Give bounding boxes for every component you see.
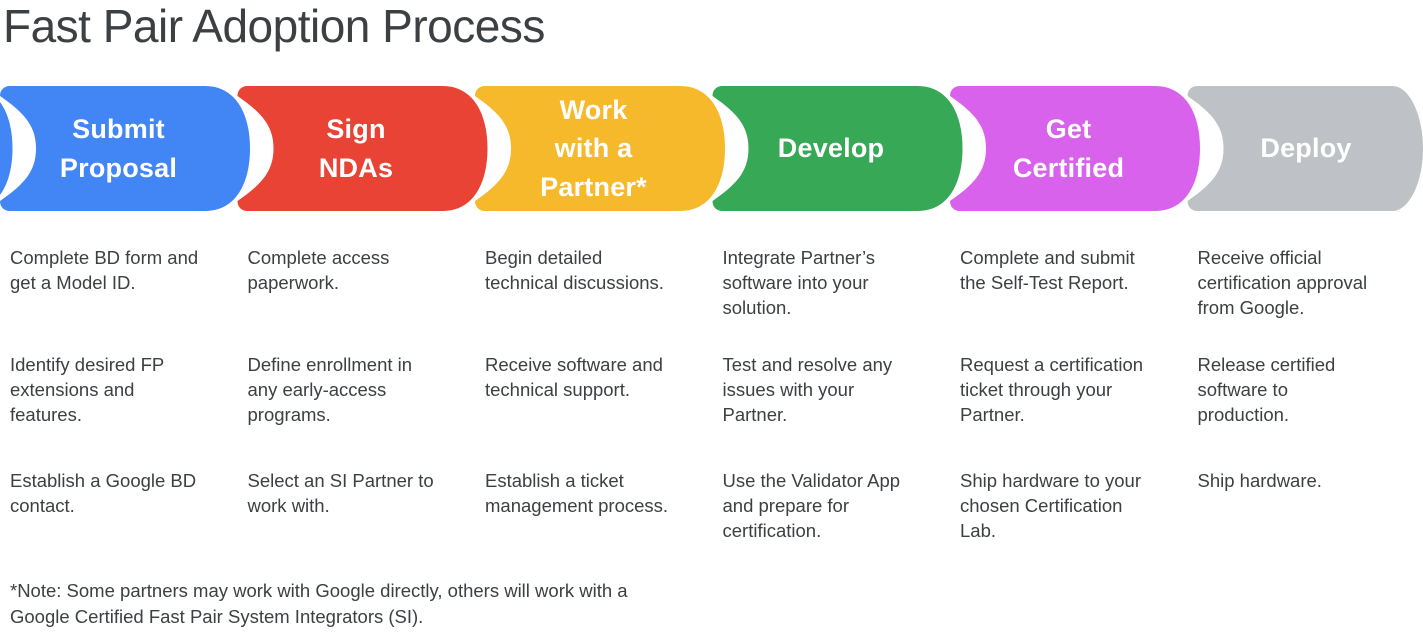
stage-detail-get-certified-3: Ship hardware to your chosen Certificati… xyxy=(960,470,1141,541)
stage-shape-develop xyxy=(712,86,963,211)
page-title: Fast Pair Adoption Process xyxy=(3,0,545,52)
stage-detail-submit-proposal-3: Establish a Google BD contact. xyxy=(10,470,197,516)
stage-detail-deploy-3: Ship hardware. xyxy=(1197,470,1322,491)
stage-detail-get-certified-1: Complete and submit the Self-Test Report… xyxy=(960,247,1135,293)
stage-detail-submit-proposal-2: Identify desired FP extensions and featu… xyxy=(10,354,165,425)
stage-detail-sign-ndas-3: Select an SI Partner to work with. xyxy=(247,470,434,516)
stage-detail-develop-1: Integrate Partner’s software into your s… xyxy=(722,247,876,318)
stage-detail-work-with-a-partner-3: Establish a ticket management process. xyxy=(485,470,669,516)
stage-detail-deploy-2: Release certified software to production… xyxy=(1197,354,1336,425)
stage-shape-work-with-a-partner xyxy=(475,86,725,211)
stage-detail-get-certified-2: Request a certification ticket through y… xyxy=(960,354,1144,425)
stage-shape-leading-sliver xyxy=(0,102,13,195)
stage-shape-submit-proposal xyxy=(0,86,250,211)
stage-detail-develop-3: Use the Validator App and prepare for ce… xyxy=(722,470,901,541)
stage-detail-deploy-1: Receive official certification approval … xyxy=(1197,247,1368,318)
stage-detail-sign-ndas-2: Define enrollment in any early-access pr… xyxy=(247,354,413,425)
process-band xyxy=(0,86,1423,211)
stage-shape-get-certified xyxy=(950,86,1200,211)
stage-detail-submit-proposal-1: Complete BD form and get a Model ID. xyxy=(10,247,199,293)
footnote: *Note: Some partners may work with Googl… xyxy=(10,580,628,627)
stage-detail-sign-ndas-1: Complete access paperwork. xyxy=(247,247,390,293)
stage-shape-deploy xyxy=(1187,86,1423,211)
stage-detail-develop-2: Test and resolve any issues with your Pa… xyxy=(722,354,893,425)
stage-detail-work-with-a-partner-1: Begin detailed technical discussions. xyxy=(485,247,664,293)
stage-shape-sign-ndas xyxy=(237,86,488,211)
stage-detail-work-with-a-partner-2: Receive software and technical support. xyxy=(485,354,663,400)
